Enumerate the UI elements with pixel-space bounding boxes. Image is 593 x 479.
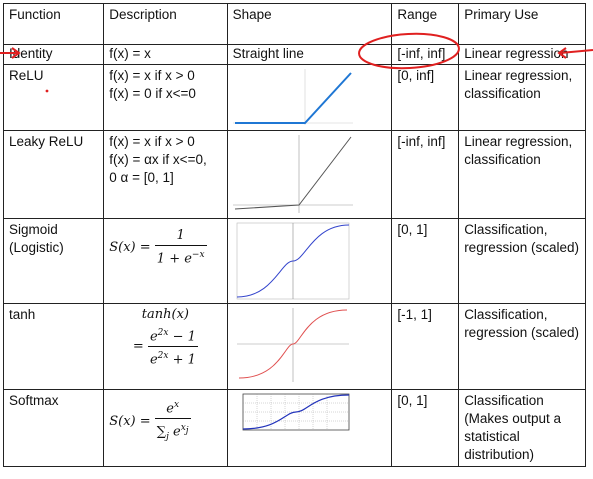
header-shape: Shape [226,3,393,45]
relu-desc: f(x) = x if x > 0 f(x) = 0 if x<=0 [103,64,228,131]
softmax-den-sub: j [166,432,169,443]
tanh-name: tanh [2,303,105,390]
tanh-den-exp: 2x [157,351,169,362]
sigmoid-use: Classification, regression (scaled) [458,218,586,304]
softmax-formula: S(x) = ex ∑j exj [109,400,191,442]
identity-range: [-inf, inf] [391,44,460,65]
sigmoid-desc: S(x) = 1 1 + e−x [103,218,228,304]
sigmoid-name: Sigmoid (Logistic) [2,218,105,304]
sigmoid-shape [226,218,393,304]
activation-functions-table: Function Description Shape Range Primary… [2,3,586,467]
sigmoid-range: [0, 1] [391,218,460,304]
softmax-den-base: e [168,424,181,440]
sigmoid-formula: S(x) = 1 1 + e−x [109,228,207,266]
softmax-num-base: e [166,401,174,417]
relu-range: [0, inf] [391,64,460,131]
row-tanh: tanh tanh(x) = e2x − 1 e2x + 1 [-1, 1] C… [2,303,586,390]
leaky-desc-line3: 0 α = [0, 1] [109,170,174,185]
tanh-formula: = e2x − 1 e2x + 1 [132,328,198,368]
tanh-shape [226,303,393,390]
tanh-den-base: e [149,352,158,368]
tanh-desc: tanh(x) = e2x − 1 e2x + 1 [103,303,228,390]
tanh-range: [-1, 1] [391,303,460,390]
header-function: Function [2,3,105,45]
identity-name: Identity [2,44,105,65]
leaky-range: [-inf, inf] [391,130,460,219]
softmax-den-exp-sub: j [185,426,189,437]
sigmoid-lhs: S(x) = [109,240,151,256]
softmax-den-exp: xj [180,423,189,437]
relu-shape [226,64,393,131]
identity-shape: Straight line [226,44,393,65]
softmax-plot [242,393,349,431]
tanh-num-rest: − 1 [168,329,196,345]
softmax-num-exp: x [174,400,180,410]
sigmoid-denominator: 1 + e−x [155,246,207,268]
softmax-name: Softmax [2,389,105,467]
tanh-fraction: e2x − 1 e2x + 1 [147,324,198,370]
row-leaky-relu: Leaky ReLU f(x) = x if x > 0 f(x) = αx i… [2,130,586,219]
softmax-use: Classification (Makes output a statistic… [458,389,586,467]
row-softmax: Softmax S(x) = ex ∑j exj [2,389,586,467]
relu-name: ReLU [2,64,105,131]
header-primary-use: Primary Use [458,3,586,45]
identity-use: Linear regression [458,44,586,65]
tanh-numerator: e2x − 1 [147,324,198,348]
softmax-lhs: S(x) = [109,413,151,429]
relu-desc-line2: f(x) = 0 if x<=0 [109,86,196,101]
identity-desc: f(x) = x [103,44,228,65]
softmax-desc: S(x) = ex ∑j exj [103,389,228,467]
leaky-desc-line2: f(x) = αx if x<=0, [109,152,207,167]
tanh-plot [236,308,349,382]
sigmoid-den-base: 1 + e [156,251,192,267]
leaky-shape [226,130,393,219]
sigmoid-den-exp: −x [191,250,205,260]
leaky-relu-plot [232,135,353,213]
tanh-num-base: e [149,329,158,345]
softmax-numerator: ex [154,396,191,420]
relu-desc-line1: f(x) = x if x > 0 [109,68,195,83]
tanh-den-rest: + 1 [168,352,196,368]
softmax-fraction: ex ∑j exj [154,396,191,446]
softmax-range: [0, 1] [391,389,460,467]
row-sigmoid: Sigmoid (Logistic) S(x) = 1 1 + e−x [0, … [2,218,586,304]
softmax-shape [226,389,393,467]
tanh-num-exp: 2x [157,328,169,338]
header-row: Function Description Shape Range Primary… [2,3,586,45]
relu-use: Linear regression, classification [458,64,586,131]
tanh-top: tanh(x) [141,307,189,322]
header-range: Range [391,3,460,45]
softmax-den-sum: ∑ [156,424,167,440]
leaky-name: Leaky ReLU [2,130,105,219]
sigmoid-numerator: 1 [154,227,207,246]
row-identity: Identity f(x) = x Straight line [-inf, i… [2,44,586,65]
tanh-denominator: e2x + 1 [148,347,198,369]
softmax-den-exp-x: x [180,423,186,434]
leaky-use: Linear regression, classification [458,130,586,219]
relu-plot [232,69,353,125]
leaky-desc-line1: f(x) = x if x > 0 [109,134,195,149]
header-description: Description [103,3,228,45]
row-relu: ReLU f(x) = x if x > 0 f(x) = 0 if x<=0 … [2,64,586,131]
sigmoid-plot [236,222,349,300]
softmax-denominator: ∑j exj [155,419,191,446]
sigmoid-fraction: 1 1 + e−x [154,227,207,268]
tanh-eq: = [132,339,144,355]
tanh-use: Classification, regression (scaled) [458,303,586,390]
leaky-desc: f(x) = x if x > 0 f(x) = αx if x<=0, 0 α… [103,130,228,219]
